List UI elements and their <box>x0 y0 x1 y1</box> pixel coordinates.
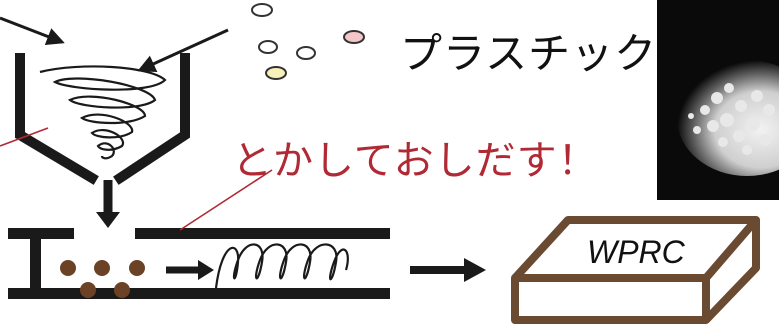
plastic-pellets <box>251 3 365 80</box>
plastic-pellets-photo <box>657 0 779 200</box>
wprc-label: WPRC <box>587 234 685 270</box>
plastic-label: プラスチック <box>400 29 658 78</box>
annotation-line-extruder <box>179 169 273 231</box>
extruder-barrel <box>8 228 390 299</box>
pellets-photo-graphic <box>677 60 779 176</box>
mixing-spiral <box>39 65 167 160</box>
wood-particles <box>60 260 145 298</box>
melt-extrude-label: とかしておしだす！ <box>232 138 599 184</box>
plastic-input-arrow <box>137 28 229 72</box>
wood-input-arrow <box>0 16 65 45</box>
extrusion-arrow <box>166 260 214 280</box>
output-arrow <box>410 258 486 282</box>
hopper <box>15 53 190 185</box>
wprc-board <box>511 216 760 324</box>
feed-down-arrow <box>96 180 120 228</box>
annotation-line-left <box>0 127 49 147</box>
screw-spiral <box>214 243 349 289</box>
